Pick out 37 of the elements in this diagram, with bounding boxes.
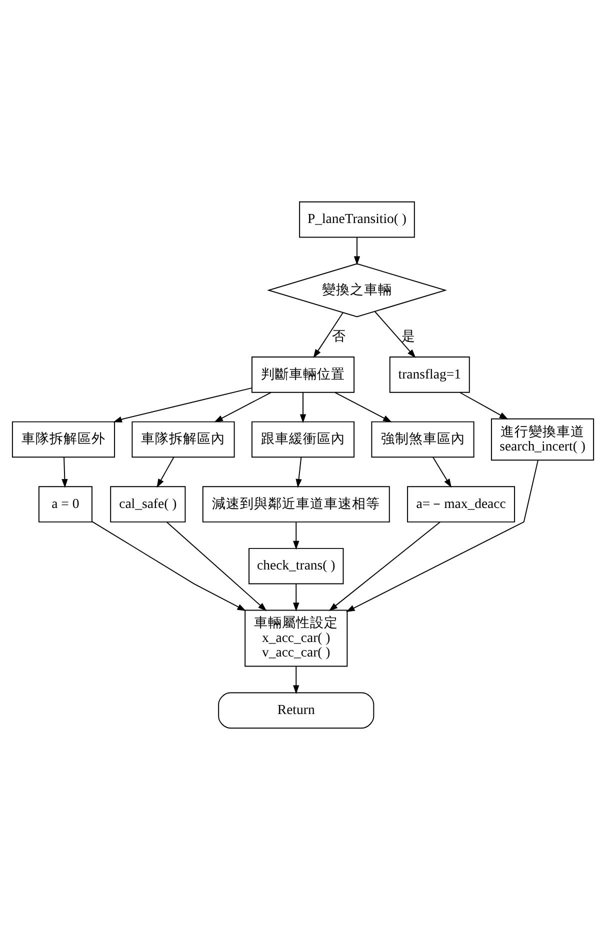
arrow xyxy=(300,392,306,423)
node-box: 進行變換車道 search_incert( ) xyxy=(490,418,594,460)
node-box: transflag=1 xyxy=(389,356,470,392)
node-box: a = 0 xyxy=(38,486,92,522)
arrow xyxy=(92,520,246,611)
arrow xyxy=(113,387,252,422)
node-box: 減速到與鄰近車道車速相等 xyxy=(202,486,390,522)
node-box: 跟車緩衝區內 xyxy=(251,420,355,458)
arrow xyxy=(156,456,174,488)
arrow xyxy=(374,310,416,358)
arrow xyxy=(334,392,392,422)
arrow xyxy=(313,312,344,358)
node-box: 車隊拆解區外 xyxy=(12,420,116,458)
node-box: Return xyxy=(218,692,374,728)
arrow xyxy=(296,456,302,488)
arrow xyxy=(62,456,68,488)
arrow xyxy=(328,520,441,611)
arrow xyxy=(166,520,267,611)
arrow xyxy=(354,236,360,265)
node-box: P_laneTransitio( ) xyxy=(299,200,415,238)
arrow xyxy=(459,392,508,419)
arrow xyxy=(432,456,452,488)
node-box: check_trans( ) xyxy=(248,547,344,584)
node-box: 強制煞車區內 xyxy=(371,420,474,458)
node-box: cal_safe( ) xyxy=(110,486,186,522)
node-box: 判斷車輛位置 xyxy=(251,356,355,392)
arrow xyxy=(214,392,272,422)
arrow xyxy=(293,583,300,612)
edge-label: 否 xyxy=(332,328,346,344)
arrow xyxy=(293,666,300,694)
edge-label: 是 xyxy=(402,328,416,344)
node-box: a=－max_deacc xyxy=(407,486,516,522)
node-box: 車輛屬性設定 x_acc_car( ) v_acc_car( ) xyxy=(244,609,348,666)
arrow xyxy=(346,459,538,612)
arrow xyxy=(293,521,300,550)
node-box: 車隊拆解區內 xyxy=(132,420,235,458)
node-diamond: 變換之車輛 xyxy=(266,262,448,317)
